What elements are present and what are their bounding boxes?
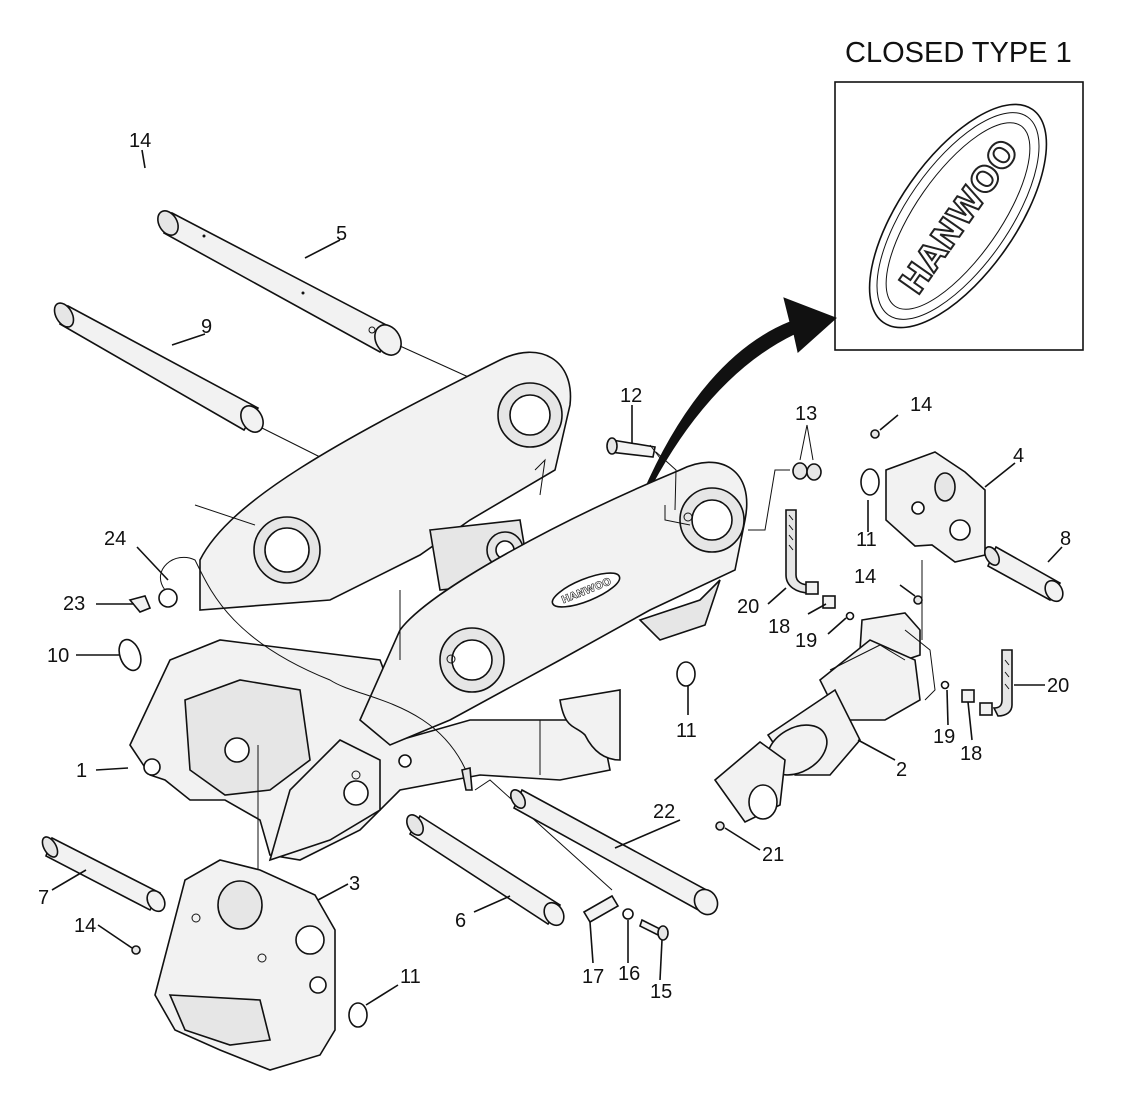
callout-11-upper: 11 xyxy=(856,529,877,551)
ring-11-middle xyxy=(676,661,696,687)
callout-19-left: 19 xyxy=(795,630,817,652)
cylinder-2 xyxy=(713,560,936,831)
plate-17 xyxy=(582,894,620,924)
pin-9 xyxy=(53,302,331,463)
callout-8: 8 xyxy=(1060,528,1071,550)
callout-5: 5 xyxy=(336,223,347,245)
callout-2: 2 xyxy=(896,759,907,781)
callout-15: 15 xyxy=(650,981,672,1003)
callout-13: 13 xyxy=(795,403,817,425)
callout-14-top: 14 xyxy=(129,130,151,152)
ring-11-upper xyxy=(860,468,880,496)
ring-11-lower xyxy=(348,1002,368,1028)
oring-19-left xyxy=(845,611,855,621)
pin-8 xyxy=(983,545,1064,603)
callout-3: 3 xyxy=(349,873,360,895)
callout-12: 12 xyxy=(620,385,642,407)
callout-24: 24 xyxy=(104,528,126,550)
leader-lines xyxy=(51,149,1063,1006)
bolt-15 xyxy=(639,918,669,941)
callout-21: 21 xyxy=(762,844,784,866)
fitting-18-right xyxy=(961,689,975,703)
callout-18-right: 18 xyxy=(960,743,982,765)
callout-10: 10 xyxy=(47,645,69,667)
pin-22 xyxy=(509,788,719,916)
callout-14-right-top: 14 xyxy=(910,394,932,416)
bracket-3 xyxy=(154,859,336,1071)
callout-7: 7 xyxy=(38,887,49,909)
pin-7 xyxy=(41,836,166,913)
callout-14-right: 14 xyxy=(854,566,876,588)
callout-labels: 14 5 9 12 13 14 4 24 11 8 23 20 14 18 19… xyxy=(38,130,1071,1003)
nipple-21 xyxy=(715,821,725,831)
callout-23: 23 xyxy=(63,593,85,615)
callout-16: 16 xyxy=(618,963,640,985)
nipple-14-lower xyxy=(131,945,141,955)
cable-24 xyxy=(158,556,473,791)
fitting-13 xyxy=(748,424,822,531)
callout-9: 9 xyxy=(201,316,212,338)
bracket-4 xyxy=(870,429,986,563)
callout-4: 4 xyxy=(1013,445,1024,467)
inset-panel: CLOSED TYPE 1 HANWOO xyxy=(834,37,1084,351)
clip-23 xyxy=(128,595,152,613)
main-frame: HANWOO xyxy=(129,351,748,891)
callout-11-lower: 11 xyxy=(400,966,421,988)
callout-18-left: 18 xyxy=(768,616,790,638)
detail-arrow xyxy=(617,297,837,561)
fitting-18-left xyxy=(822,595,836,609)
callout-20-left: 20 xyxy=(737,596,759,618)
callout-17: 17 xyxy=(582,966,604,988)
oring-19-right xyxy=(940,680,950,690)
callout-1: 1 xyxy=(76,760,87,782)
callout-6: 6 xyxy=(455,910,466,932)
callout-14-lower: 14 xyxy=(74,915,96,937)
hose-20-right xyxy=(979,649,1013,717)
pin-12 xyxy=(606,437,677,511)
washer-16 xyxy=(622,908,634,920)
pin-6 xyxy=(406,814,565,927)
nipple-14-right xyxy=(913,595,923,605)
callout-11-middle: 11 xyxy=(676,720,697,742)
ring-10 xyxy=(118,638,142,672)
callout-22: 22 xyxy=(653,801,675,823)
pin-5 xyxy=(157,210,476,381)
inset-title: CLOSED TYPE 1 xyxy=(845,37,1072,69)
callout-20-right: 20 xyxy=(1047,675,1069,697)
hose-20-left xyxy=(785,509,819,595)
callout-19-right: 19 xyxy=(933,726,955,748)
nipple-14-upper xyxy=(870,429,880,439)
